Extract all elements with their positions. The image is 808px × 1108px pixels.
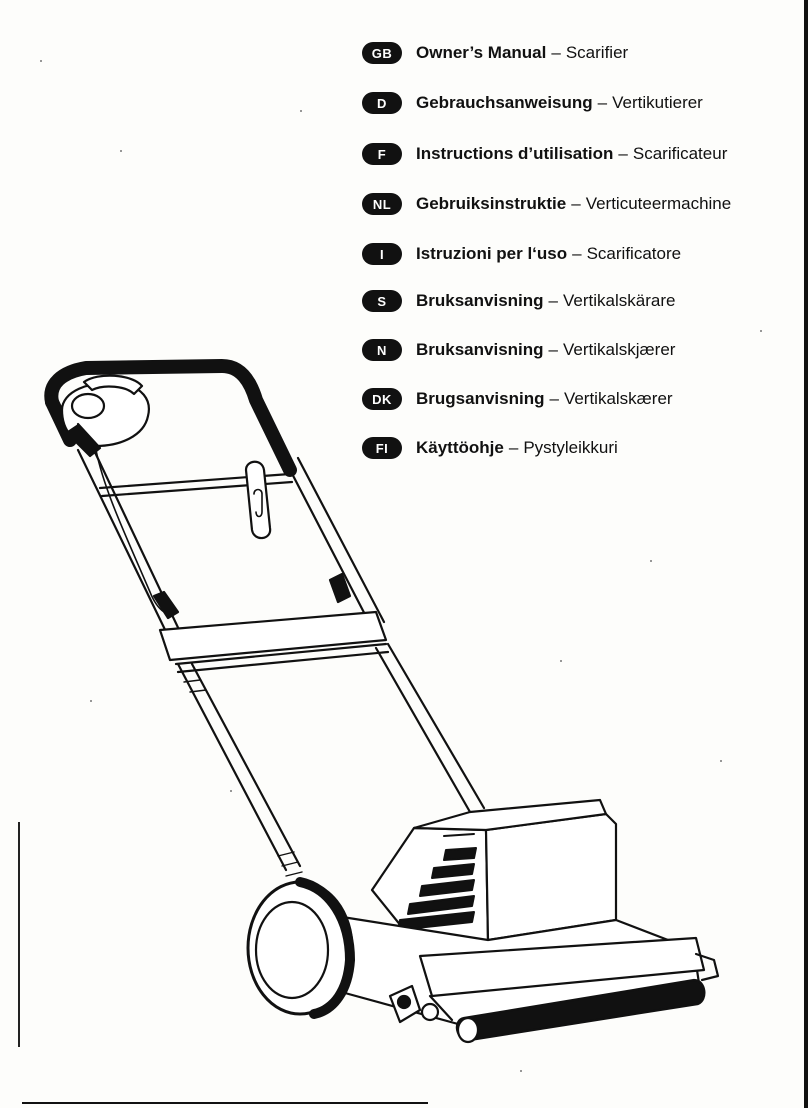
- left-handle-clamp: [152, 590, 180, 620]
- language-badge: DK: [362, 388, 402, 410]
- separator: –: [508, 438, 519, 457]
- language-row-dk: DK Brugsanvisning – Vertikalskærer: [362, 382, 673, 416]
- language-title: Gebrauchsanweisung: [416, 93, 593, 112]
- scan-speck: [40, 60, 42, 62]
- handle-right-rail-inner: [296, 456, 386, 624]
- right-bracket: [694, 952, 720, 982]
- scarifier-machine-illustration: [44, 359, 720, 1044]
- cable-hook: [244, 460, 272, 540]
- separator: –: [572, 244, 582, 263]
- separator: –: [551, 43, 561, 62]
- language-badge: NL: [362, 193, 402, 215]
- scan-speck: [120, 150, 122, 152]
- language-badge: S: [362, 290, 402, 312]
- deck-corner: [428, 994, 454, 1022]
- scan-speck: [650, 560, 652, 562]
- scan-edge-left: [18, 822, 20, 1047]
- rail-grip-rings: [179, 669, 207, 693]
- switch-knob: [70, 392, 106, 420]
- separator: –: [571, 194, 581, 213]
- handle-left-rail-outer: [76, 448, 172, 642]
- language-title: Bruksanvisning: [416, 291, 544, 310]
- language-subtitle: Pystyleikkuri: [523, 438, 618, 457]
- language-badge: F: [362, 143, 402, 165]
- language-title: Bruksanvisning: [416, 340, 544, 359]
- language-subtitle: Vertikalskärare: [563, 291, 676, 310]
- switch-lever: [82, 374, 144, 396]
- language-row-n: N Bruksanvisning – Vertikalskjærer: [362, 333, 675, 367]
- language-title: Instructions d’utilisation: [416, 144, 614, 163]
- separator: –: [597, 93, 608, 112]
- scan-speck: [300, 110, 302, 112]
- language-title: Owner’s Manual: [416, 43, 547, 62]
- language-title: Gebruiksinstruktie: [416, 194, 567, 213]
- separator: –: [549, 389, 559, 408]
- adjuster-bolt: [420, 1002, 440, 1022]
- handle-grip: [44, 359, 297, 477]
- language-title: Käyttöohje: [416, 438, 504, 457]
- front-wheel-tyre: [295, 877, 355, 1019]
- motor-housing-top: [412, 798, 608, 832]
- language-badge: N: [362, 339, 402, 361]
- handle-right-rail-outer: [284, 460, 374, 630]
- language-badge: I: [362, 243, 402, 265]
- language-subtitle: Scarificateur: [632, 144, 728, 163]
- language-subtitle: Verticuteermachine: [585, 194, 732, 213]
- deck-top-plate: [418, 936, 706, 998]
- language-row-fi: FI Käyttöohje – Pystyleikkuri: [362, 431, 618, 465]
- adjuster-knob: [396, 994, 412, 1010]
- scan-speck: [230, 790, 232, 792]
- separator: –: [548, 340, 559, 359]
- scan-speck: [520, 1070, 522, 1072]
- scan-speck: [560, 660, 562, 662]
- language-badge: D: [362, 92, 402, 114]
- scan-speck: [720, 760, 722, 762]
- language-subtitle: Vertikutierer: [612, 93, 703, 112]
- right-handle-clamp: [328, 572, 352, 604]
- middle-crossbar-edge: [174, 642, 390, 674]
- separator: –: [548, 291, 559, 310]
- motor-housing-front: [484, 812, 618, 942]
- cable-hook-slot: [253, 488, 263, 518]
- scan-speck: [90, 700, 92, 702]
- scan-edge-right: [804, 0, 808, 1108]
- language-title: Brugsanvisning: [416, 389, 545, 408]
- lower-left-rail: [176, 662, 302, 872]
- language-row-f: F Instructions d’utilisation – Scarifica…: [362, 137, 727, 171]
- lower-right-rail: [374, 642, 486, 814]
- language-badge: GB: [362, 42, 402, 64]
- roller-end-cap: [456, 1016, 480, 1044]
- language-title: Istruzioni per l‘uso: [416, 244, 568, 263]
- language-row-s: S Bruksanvisning – Vertikalskärare: [362, 284, 675, 318]
- language-row-nl: NL Gebruiksinstruktie – Verticuteermachi…: [362, 187, 731, 221]
- language-subtitle: Scarifier: [565, 43, 629, 62]
- language-subtitle: Vertikalskjærer: [563, 340, 676, 359]
- power-cable: [95, 449, 165, 613]
- scan-edge-bottom: [22, 1102, 428, 1104]
- front-wheel-hub: [254, 900, 330, 1000]
- language-subtitle: Scarificatore: [586, 244, 682, 263]
- language-row-d: D Gebrauchsanweisung – Vertikutierer: [362, 86, 703, 120]
- rail-grip-rings-lower: [277, 851, 303, 877]
- separator: –: [618, 144, 628, 163]
- middle-crossbar: [158, 610, 388, 662]
- language-row-gb: GB Owner’s Manual – Scarifier: [362, 36, 628, 70]
- scan-speck: [760, 330, 762, 332]
- language-badge: FI: [362, 437, 402, 459]
- rear-roller: [455, 978, 706, 1042]
- language-subtitle: Vertikalskærer: [563, 389, 673, 408]
- language-row-i: I Istruzioni per l‘uso – Scarificatore: [362, 237, 681, 271]
